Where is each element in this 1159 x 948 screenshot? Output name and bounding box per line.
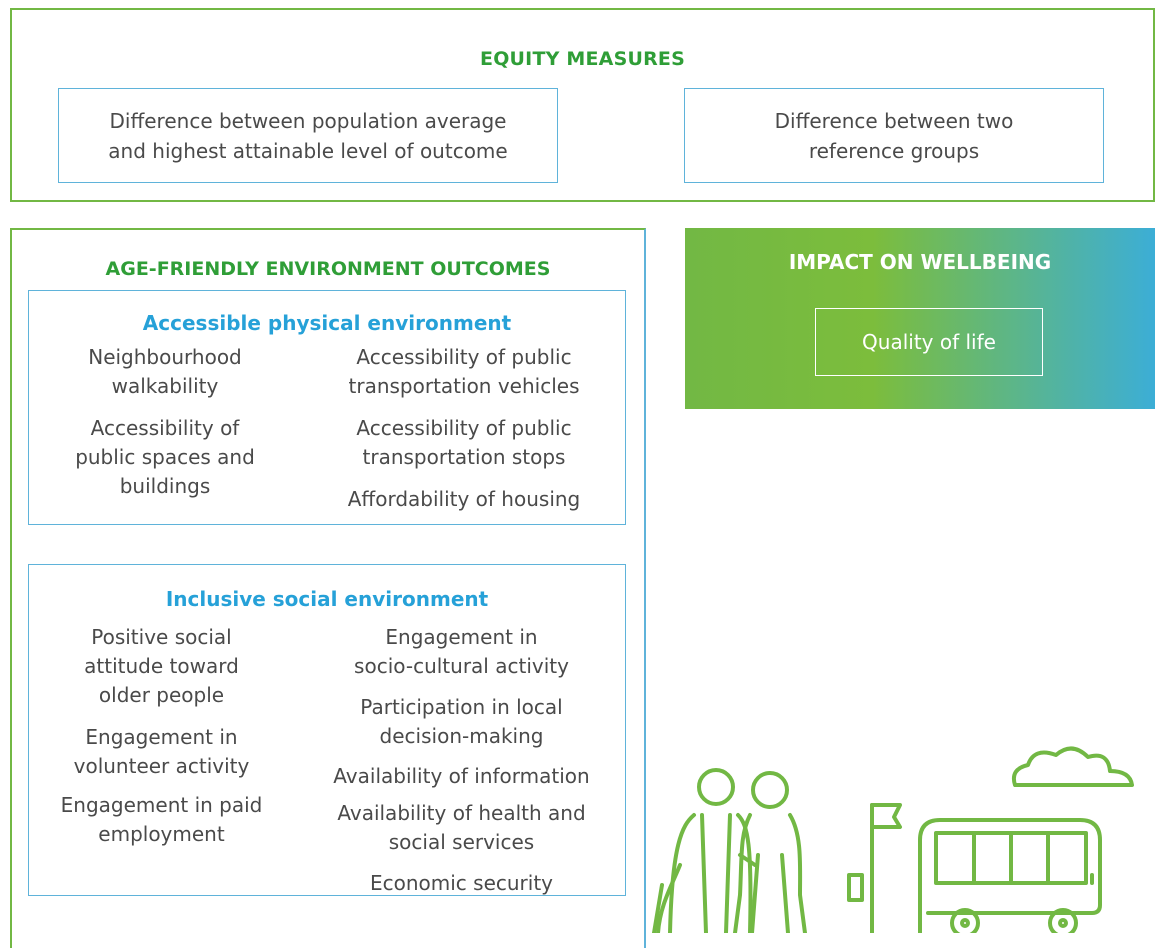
quality-of-life-box: Quality of life — [815, 308, 1043, 376]
list-item: Neighbourhood walkability — [88, 345, 242, 398]
equity-measures-title: EQUITY MEASURES — [480, 48, 685, 70]
list-item: Participation in local decision-making — [360, 695, 563, 748]
equity-box-label: Difference between two reference groups — [774, 108, 1014, 163]
list-item: Accessibility of public transportation v… — [348, 345, 580, 398]
impact-title: IMPACT ON WELLBEING — [788, 250, 1052, 274]
list-item: Economic security — [369, 871, 554, 895]
quality-of-life-label: Quality of life — [862, 330, 996, 354]
social-environment-box: Inclusive social environment Positive so… — [28, 564, 626, 896]
outcomes-panel: AGE-FRIENDLY ENVIRONMENT OUTCOMES Access… — [10, 228, 646, 948]
older-couple-icon — [652, 768, 807, 933]
equity-box-label: Difference between population average an… — [108, 108, 508, 163]
list-item: Accessibility of public transportation s… — [356, 416, 572, 469]
list-item: Affordability of housing — [347, 487, 581, 511]
physical-environment-title: Accessible physical environment — [142, 311, 512, 335]
impact-panel: IMPACT ON WELLBEING Quality of life — [685, 228, 1155, 409]
list-item: Engagement in volunteer activity — [73, 725, 250, 778]
cloud-icon — [1011, 746, 1134, 787]
social-environment-title: Inclusive social environment — [165, 587, 489, 611]
list-item: Positive social attitude toward older pe… — [84, 625, 239, 707]
list-item: Availability of health and social servic… — [337, 801, 586, 854]
list-item: Engagement in socio-cultural activity — [354, 625, 569, 678]
illustration — [652, 746, 1134, 933]
list-item: Availability of information — [333, 764, 590, 788]
list-item: Accessibility of public spaces and build… — [75, 416, 255, 498]
physical-environment-box: Accessible physical environment Neighbou… — [28, 290, 626, 525]
equity-measures-panel: EQUITY MEASURES Difference between popul… — [10, 8, 1155, 202]
list-item: Engagement in paid employment — [60, 793, 263, 846]
bus-icon — [918, 818, 1102, 933]
equity-box-population-average: Difference between population average an… — [58, 88, 558, 183]
bus-stop-icon — [847, 803, 902, 933]
equity-box-reference-groups: Difference between two reference groups — [684, 88, 1104, 183]
outcomes-title: AGE-FRIENDLY ENVIRONMENT OUTCOMES — [105, 258, 551, 280]
